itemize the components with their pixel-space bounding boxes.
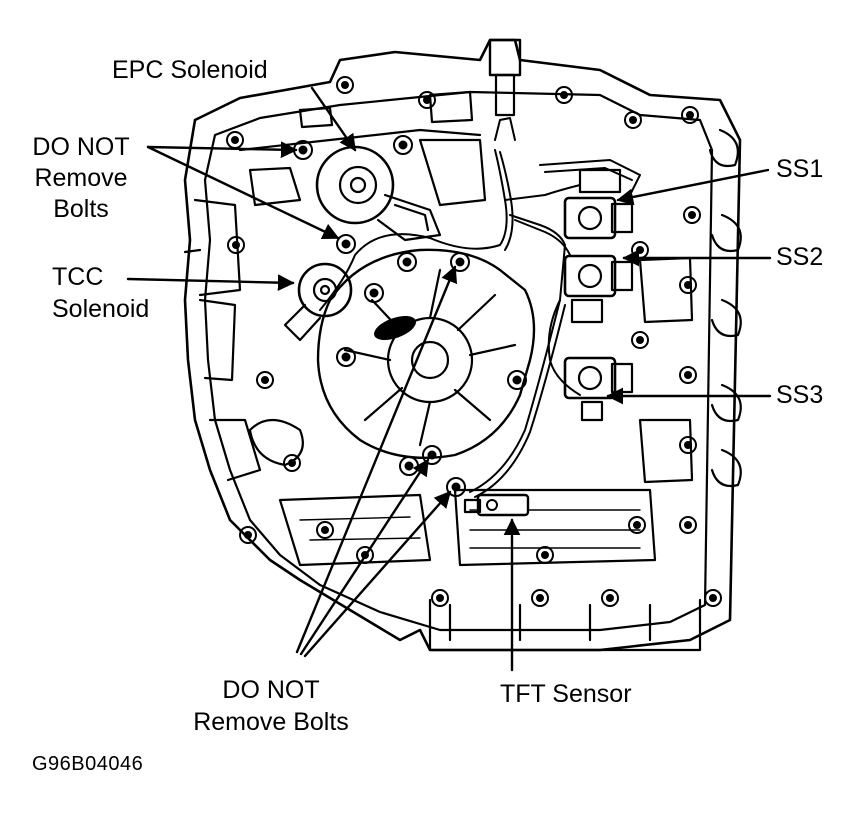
ss1-label: SS1 (776, 155, 824, 183)
epc-solenoid-label: EPC Solenoid (112, 56, 268, 84)
bolts (226, 76, 722, 607)
ss1-leader (616, 168, 770, 206)
leader-lines (126, 86, 772, 672)
bolts-leader-5 (303, 490, 452, 658)
do-not-remove-label-top-3: Bolts (53, 195, 109, 223)
ss3-label: SS3 (776, 381, 824, 409)
bolts-leader-4 (299, 458, 430, 656)
tft-sensor-label: TFT Sensor (500, 680, 632, 708)
tcc-solenoid (283, 262, 353, 342)
do-not-remove-label-top-2: Remove (34, 164, 128, 192)
tcc-solenoid-label: Solenoid (52, 295, 150, 323)
bolts-leader-1 (146, 141, 298, 159)
bolts-leader-3 (295, 265, 458, 654)
figure-id: G96B04046 (32, 753, 144, 775)
center-cover (316, 248, 536, 460)
top-connector (488, 38, 522, 117)
tcc-label: TCC (52, 263, 104, 291)
ss2-label: SS2 (776, 243, 824, 271)
do-not-remove-label-bottom-2: Remove Bolts (193, 708, 349, 736)
bolts-leader-2 (146, 145, 340, 240)
epc-leader (310, 86, 357, 152)
tcc-leader (126, 274, 295, 292)
shift-solenoids (563, 168, 634, 422)
do-not-remove-label-top-1: DO NOT (32, 133, 130, 161)
do-not-remove-label-bottom-1: DO NOT (222, 676, 320, 704)
epc-solenoid (315, 145, 442, 242)
wiring-harness (319, 117, 641, 498)
valve-body-casting (183, 38, 742, 652)
